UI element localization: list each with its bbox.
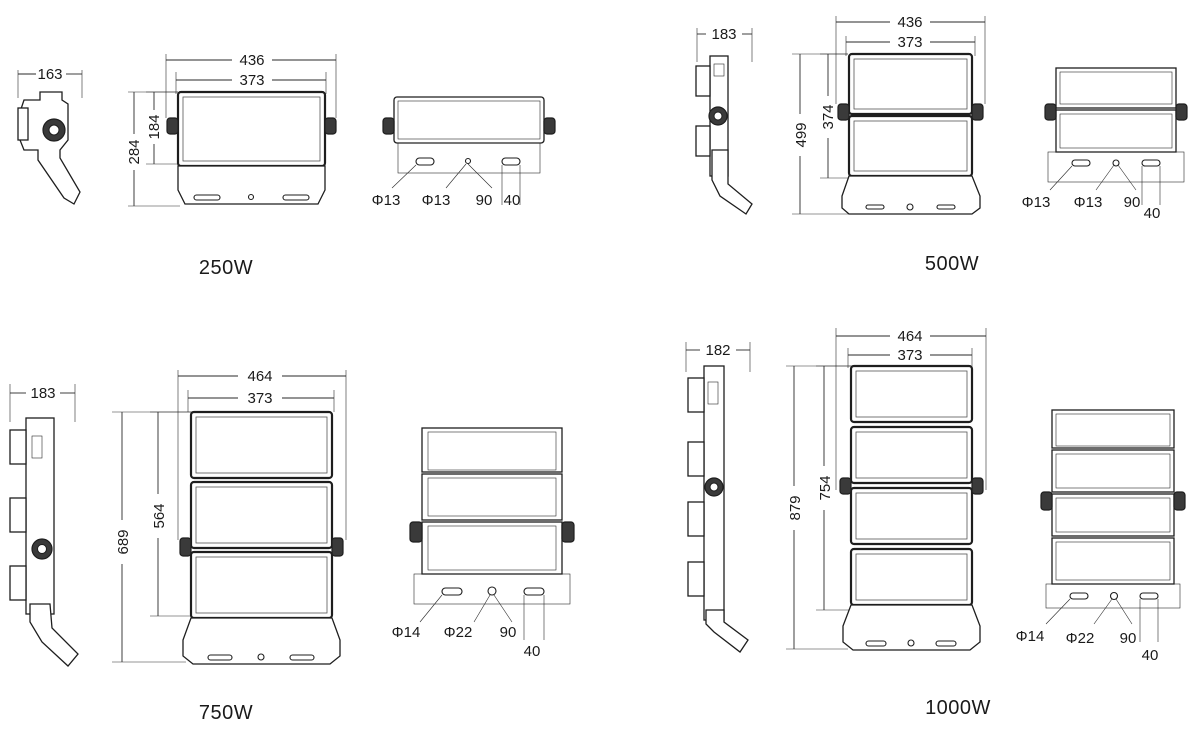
side-depth-label-250w: 163 <box>37 66 62 83</box>
panel-height-label-500w: 374 <box>820 104 837 129</box>
slot-spacing-label-500w: 90 <box>1124 194 1141 211</box>
front-view-1000w: 464 373 879 754 <box>786 328 987 651</box>
outer-width-label-250w: 436 <box>239 52 264 69</box>
side-depth-label-1000w: 182 <box>705 342 730 359</box>
product-750w: 183 464 373 689 <box>9 368 575 724</box>
side-view-500w: 183 <box>695 26 753 215</box>
panel-height-label-1000w: 754 <box>817 475 834 500</box>
hole-right-label-250w: Φ13 <box>422 192 451 209</box>
front-view-500w: 436 373 499 374 <box>792 14 986 215</box>
total-height-label-250w: 284 <box>126 139 143 164</box>
product-1000w: 182 464 373 879 <box>685 328 1186 719</box>
inner-width-label-500w: 373 <box>897 34 922 51</box>
slot-spacing-label-750w: 90 <box>500 624 517 641</box>
front-view-250w: 436 373 284 184 <box>126 52 337 207</box>
side-depth-label-750w: 183 <box>30 385 55 402</box>
outer-width-label-1000w: 464 <box>897 328 922 345</box>
front-view-750w: 464 373 689 564 <box>112 368 347 665</box>
hole-left-label-1000w: Φ14 <box>1016 628 1045 645</box>
top-view-750w: Φ14 Φ22 90 40 <box>392 427 575 660</box>
product-500w: 183 436 373 499 <box>695 14 1188 275</box>
outer-width-label-500w: 436 <box>897 14 922 31</box>
inner-width-label-750w: 373 <box>247 390 272 407</box>
hole-right-label-1000w: Φ22 <box>1066 630 1095 647</box>
total-height-label-500w: 499 <box>793 122 810 147</box>
top-view-250w: Φ13 Φ13 90 40 <box>372 96 556 209</box>
title-500w: 500W <box>925 253 979 275</box>
panel-height-label-750w: 564 <box>151 503 168 528</box>
product-250w: 163 436 373 284 184 <box>17 52 556 279</box>
total-height-label-750w: 689 <box>115 529 132 554</box>
hole-left-label-250w: Φ13 <box>372 192 401 209</box>
top-view-500w: Φ13 Φ13 90 40 <box>1022 67 1188 222</box>
side-depth-label-500w: 183 <box>711 26 736 43</box>
total-height-label-1000w: 879 <box>787 495 804 520</box>
hole-left-label-500w: Φ13 <box>1022 194 1051 211</box>
top-view-1000w: Φ14 Φ22 90 40 <box>1016 409 1186 664</box>
hole-left-label-750w: Φ14 <box>392 624 421 641</box>
title-750w: 750W <box>199 702 253 724</box>
panel-height-label-250w: 184 <box>146 114 163 139</box>
title-250w: 250W <box>199 257 253 279</box>
inner-width-label-1000w: 373 <box>897 347 922 364</box>
slot-width-label-1000w: 40 <box>1142 647 1159 664</box>
title-1000w: 1000W <box>925 697 991 719</box>
side-view-250w: 163 <box>17 66 83 205</box>
slot-width-label-500w: 40 <box>1144 205 1161 222</box>
inner-width-label-250w: 373 <box>239 72 264 89</box>
slot-width-label-750w: 40 <box>524 643 541 660</box>
slot-spacing-label-1000w: 90 <box>1120 630 1137 647</box>
side-view-1000w: 182 <box>685 342 751 653</box>
slot-width-label-250w: 40 <box>504 192 521 209</box>
side-view-750w: 183 <box>9 384 79 667</box>
hole-right-label-750w: Φ22 <box>444 624 473 641</box>
hole-right-label-500w: Φ13 <box>1074 194 1103 211</box>
outer-width-label-750w: 464 <box>247 368 272 385</box>
slot-spacing-label-250w: 90 <box>476 192 493 209</box>
